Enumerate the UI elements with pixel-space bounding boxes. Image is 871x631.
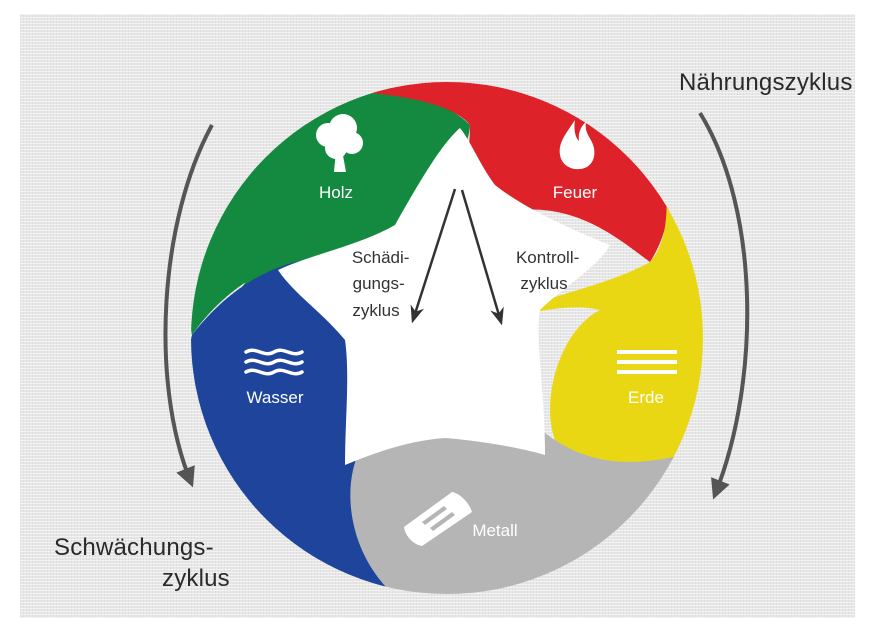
schwaechung-arrow: [163, 124, 214, 488]
center-star: [278, 128, 610, 465]
feuer-label: Feuer: [553, 183, 598, 202]
kontroll-text: Kontroll- zyklus: [516, 248, 584, 293]
schaedigung-arrow: [410, 188, 457, 324]
erde-label: Erde: [628, 388, 664, 407]
horizontal-lines-icon: [617, 350, 677, 374]
erde-wedge: [447, 100, 703, 470]
schaedigung-line-2: gungs-: [353, 274, 405, 293]
schwaechungszyklus-label-line-1: Schwächungs-: [54, 534, 214, 561]
naehrungszyklus-label: Nährungszyklus: [679, 69, 853, 96]
metal-bar-icon: [404, 492, 472, 546]
kontroll-line-2: zyklus: [520, 274, 567, 293]
schaedigung-line-3: zyklus: [352, 301, 399, 320]
tree-icon: [316, 114, 363, 172]
wasser-label: Wasser: [247, 388, 304, 407]
schaedigung-text: Schädi- gungs- zyklus: [352, 248, 414, 320]
waves-icon: [244, 348, 304, 376]
metall-label: Metall: [472, 521, 517, 540]
kontroll-line-1: Kontroll-: [516, 248, 579, 267]
flame-icon: [559, 120, 595, 170]
naehrung-arrow: [698, 111, 750, 500]
schwaechungszyklus-label-line-2: zyklus: [162, 565, 230, 592]
kontroll-arrow: [460, 189, 504, 326]
schaedigung-line-1: Schädi-: [352, 248, 410, 267]
holz-label: Holz: [319, 183, 353, 202]
